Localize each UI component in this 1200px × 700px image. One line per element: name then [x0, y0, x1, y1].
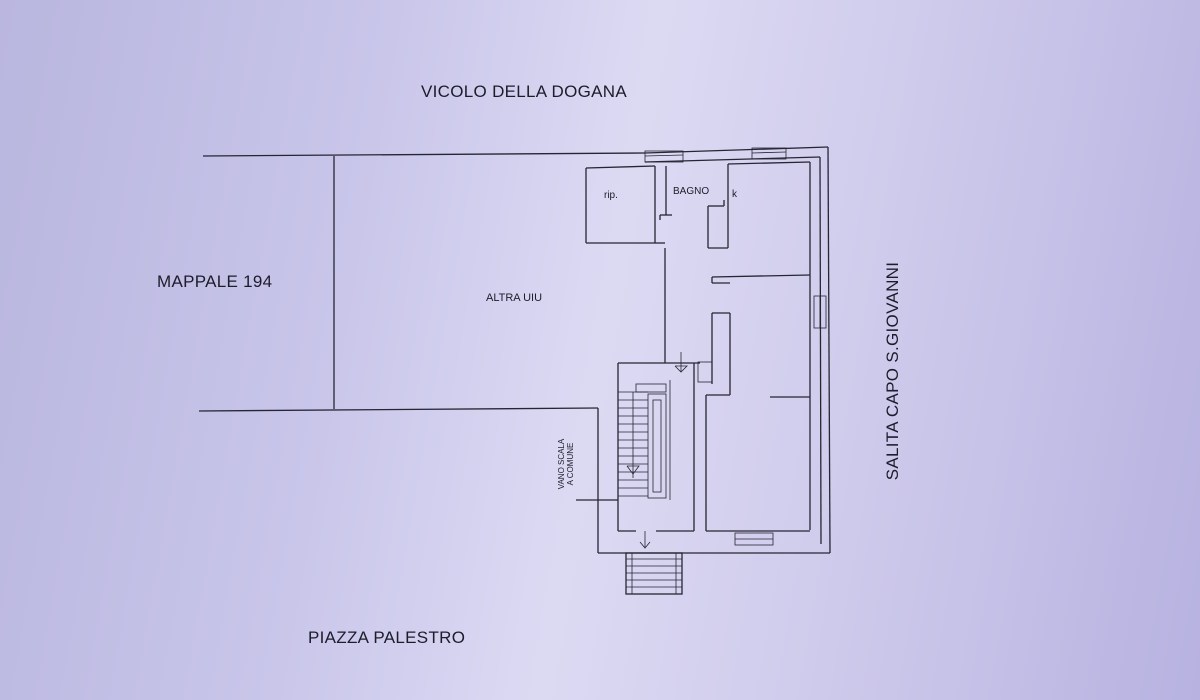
street-label-south: PIAZZA PALESTRO: [308, 628, 466, 647]
room-label-other-unit: ALTRA UIU: [486, 292, 543, 304]
room-label-kitchen: k: [732, 189, 737, 200]
stair-hall-label-line2: A COMUNE: [566, 442, 575, 486]
stair-hall-walls: [576, 362, 700, 532]
stair-hall-label-line1: VANO SCALA: [557, 438, 566, 490]
entrance-steps: [625, 552, 683, 595]
street-label-east: SALITA CAPO S.GIOVANNI: [883, 261, 902, 481]
south-window: [734, 532, 774, 546]
east-window: [813, 295, 827, 329]
stair-hall-label: VANO SCALA A COMUNE: [557, 439, 575, 490]
room-label-storage: rip.: [604, 190, 618, 201]
building-outer-walls: [597, 146, 831, 554]
interior-partitions: [655, 162, 811, 532]
bathroom-walls: [659, 161, 811, 249]
stair-arrows: [626, 352, 688, 549]
north-window-kitchen: [751, 147, 787, 160]
north-window-bathroom: [644, 150, 684, 163]
north-boundary-line: [202, 152, 646, 157]
stair-flights: [618, 380, 695, 500]
south-boundary-line: [198, 407, 599, 412]
neighbour-lot-label: MAPPALE 194: [157, 272, 273, 291]
storage-room-walls: [585, 165, 656, 244]
room-label-bathroom: BAGNO: [673, 186, 710, 197]
street-label-north: VICOLO DELLA DOGANA: [421, 82, 627, 101]
